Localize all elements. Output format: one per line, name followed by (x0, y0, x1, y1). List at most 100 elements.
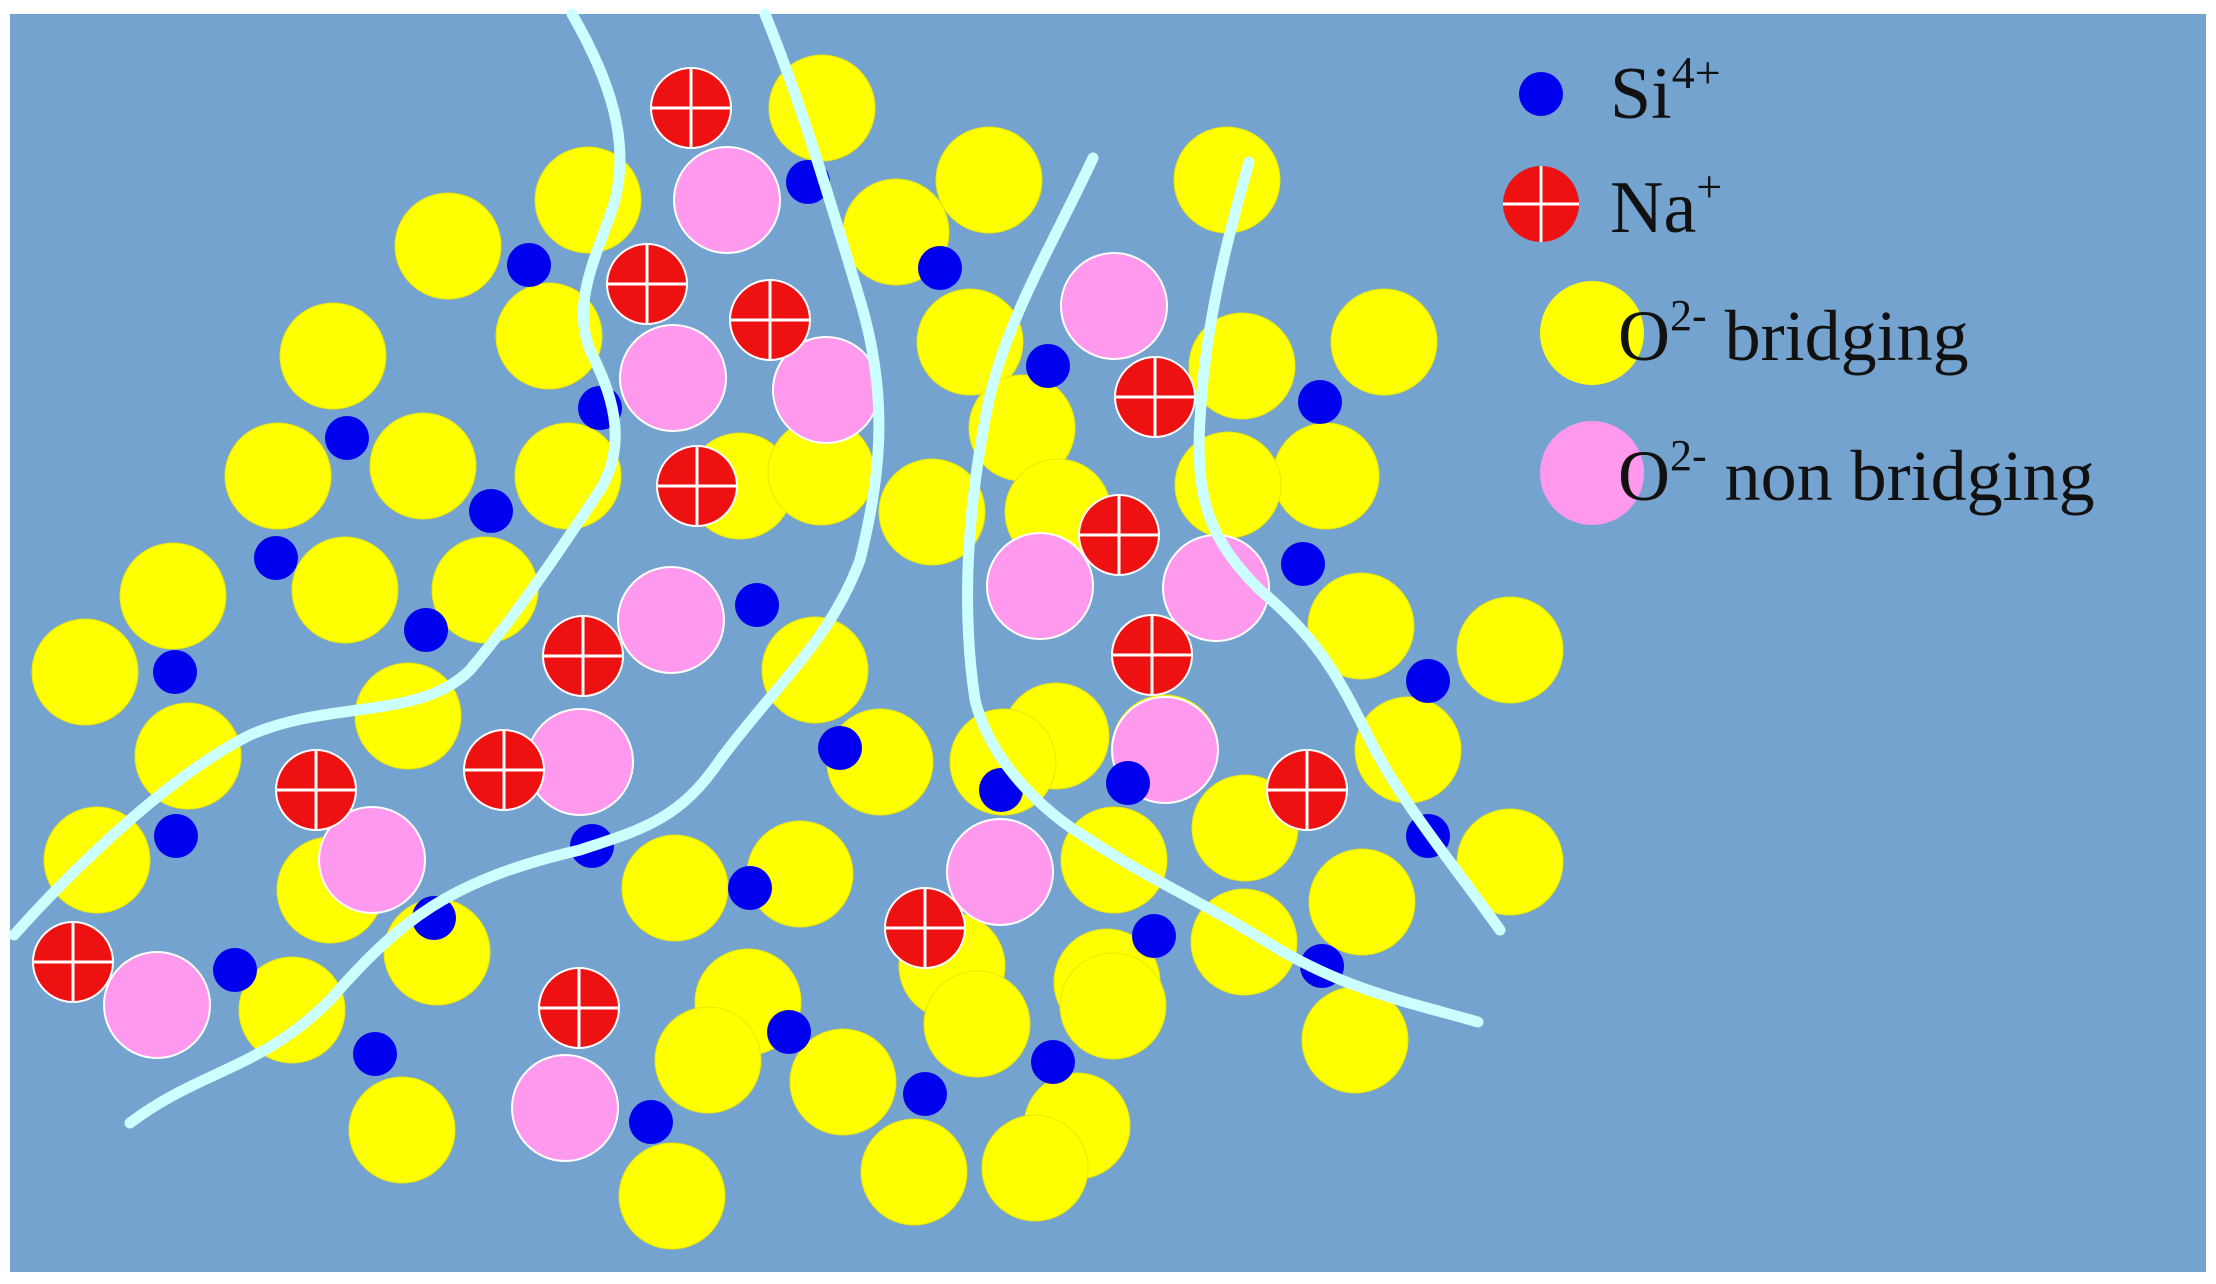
silicon-atom (903, 1072, 947, 1116)
bridging-oxygen-atom (31, 618, 139, 726)
silicon-atom (1406, 659, 1450, 703)
bridging-oxygen-atom (1330, 288, 1438, 396)
legend-item-sodium: Na+ (1503, 161, 1722, 249)
bridging-oxygen-atom (1059, 952, 1167, 1060)
bridging-oxygen-atom (238, 956, 346, 1064)
fracture-paths-layer (8, 8, 1506, 1129)
bridging-oxygen-atom (431, 536, 539, 644)
fracture-path (962, 152, 1484, 1028)
bridging-oxygen-atom (789, 1028, 897, 1136)
legend-text-non-bridging: non bridging (1707, 436, 2095, 516)
bridging-oxygen-atom (394, 192, 502, 300)
silicon-atom (1298, 380, 1342, 424)
silicon-atom (818, 726, 862, 770)
bridging-oxygen-atom (348, 1076, 456, 1184)
bridging-oxygen-atom (761, 616, 869, 724)
fracture-path (1193, 156, 1506, 936)
sodium-atom (542, 615, 624, 697)
bridging-oxygen-atom (1272, 422, 1380, 530)
nonbridging-oxygen-atom (617, 566, 725, 674)
silicon-atom (507, 243, 551, 287)
bridging-oxygen-atom (1456, 808, 1564, 916)
silicon-atom (735, 583, 779, 627)
legend-item-oxygen-nonbridging: O2- non bridging (1540, 421, 2095, 525)
small-blue-dot-icon (1519, 72, 1563, 116)
silicon-atom (153, 650, 197, 694)
bridging-oxygen-atom (43, 806, 151, 914)
bridging-oxygen-atom (369, 412, 477, 520)
sodium-atom (1078, 494, 1160, 576)
bridging-oxygen-atom (1456, 596, 1564, 704)
bridging-oxygen-atom (654, 1006, 762, 1114)
nonbridging-oxygen-atom (318, 806, 426, 914)
silicon-atom (1026, 344, 1070, 388)
sodium-atom (729, 279, 811, 361)
silicon-atom (1281, 542, 1325, 586)
legend-item-silicon: Si4+ (1519, 47, 1721, 135)
silicon-atom (1031, 1040, 1075, 1084)
sodium-atom (275, 749, 357, 831)
bridging-oxygen-atom (119, 542, 227, 650)
silicon-atom (728, 866, 772, 910)
sodium-atom (538, 967, 620, 1049)
legend-text-bridging: bridging (1707, 296, 1969, 376)
legend-label-sodium: Na (1610, 167, 1696, 249)
sodium-atom (606, 243, 688, 325)
sodium-atom (650, 67, 732, 149)
silicon-atom (918, 246, 962, 290)
silicon-atom (629, 1100, 673, 1144)
silicon-atom (767, 1010, 811, 1054)
bridging-oxygen-atom (354, 662, 462, 770)
legend-item-oxygen-bridging: O2- bridging (1540, 281, 1969, 385)
bridging-oxygen-atom (1174, 431, 1282, 539)
silicon-atom (1106, 761, 1150, 805)
legend-label-silicon: Si (1610, 53, 1672, 135)
bridging-oxygen-atom (878, 458, 986, 566)
svg-text:O2- non bridging: O2- non bridging (1618, 431, 2095, 516)
legend: Si4+ Na+ O2- bridging O2- non bridging (1503, 47, 2095, 525)
silicon-atom (213, 948, 257, 992)
nonbridging-oxygen-atom (986, 532, 1094, 640)
bridging-oxygen-atom (981, 1114, 1089, 1222)
bridging-oxygen-atom (935, 126, 1043, 234)
legend-superscript-oxygen-nonbridging: 2- (1670, 431, 1707, 480)
sodium-layer (32, 67, 1348, 1049)
yellow-circle-icon (1540, 281, 1644, 385)
legend-label-oxygen-nonbridging: O (1618, 436, 1670, 516)
bridging-oxygen-atom (1307, 572, 1415, 680)
nonbridging-oxygen-atom (103, 951, 211, 1059)
bridging-oxygen-atom (618, 1142, 726, 1250)
bridging-oxygen-atom (495, 282, 603, 390)
legend-label-oxygen-bridging: O (1618, 296, 1670, 376)
sodium-atom (1266, 749, 1348, 831)
bridging-oxygen-atom (291, 536, 399, 644)
pink-circle-icon (1540, 421, 1644, 525)
nonbridging-oxygen-atom (619, 324, 727, 432)
fracture-path (8, 8, 626, 941)
svg-text:O2- bridging: O2- bridging (1618, 291, 1969, 376)
silicon-atom (325, 416, 369, 460)
silicon-atom (154, 814, 198, 858)
nonbridging-oxygen-atom (1060, 252, 1168, 360)
bridging-oxygen-atom (860, 1118, 968, 1226)
legend-superscript-silicon: 4+ (1672, 47, 1721, 98)
fracture-path (124, 8, 885, 1129)
bridging-oxygen-atom (279, 302, 387, 410)
bridging-oxygen-atom (1308, 848, 1416, 956)
sodium-atom (1111, 614, 1193, 696)
silicon-atom (353, 1032, 397, 1076)
nonbridging-oxygen-atom (673, 146, 781, 254)
legend-superscript-sodium: + (1696, 161, 1722, 212)
bridging-oxygen-atom (621, 834, 729, 942)
sodium-atom (884, 887, 966, 969)
svg-text:Na+: Na+ (1610, 161, 1722, 249)
silicon-atom (404, 608, 448, 652)
bridging-oxygen-atom (1188, 312, 1296, 420)
silicon-atom (469, 489, 513, 533)
sodium-atom (656, 445, 738, 527)
sodium-atom (1114, 356, 1196, 438)
bridging-oxygen-atom (224, 422, 332, 530)
legend-superscript-oxygen-bridging: 2- (1670, 291, 1707, 340)
nonbridging-oxygen-atom (946, 818, 1054, 926)
bridging-oxygen-atom (134, 702, 242, 810)
